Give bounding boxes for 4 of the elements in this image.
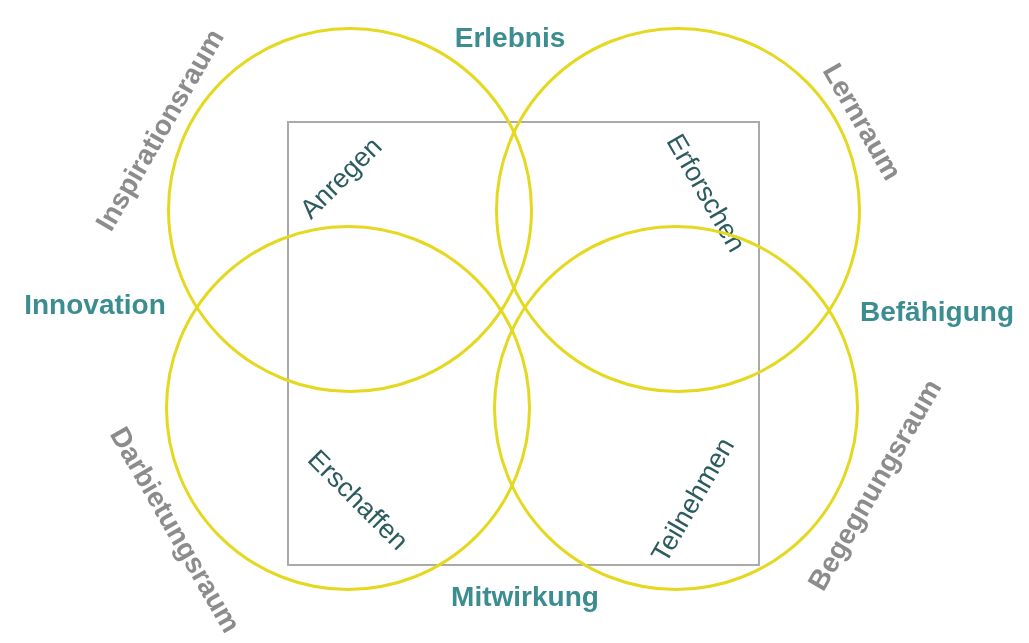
category-label: Erlebnis — [454, 21, 566, 55]
category-label: Befähigung — [860, 295, 1014, 329]
category-label: Mitwirkung — [451, 580, 599, 614]
category-label: Innovation — [24, 288, 166, 322]
